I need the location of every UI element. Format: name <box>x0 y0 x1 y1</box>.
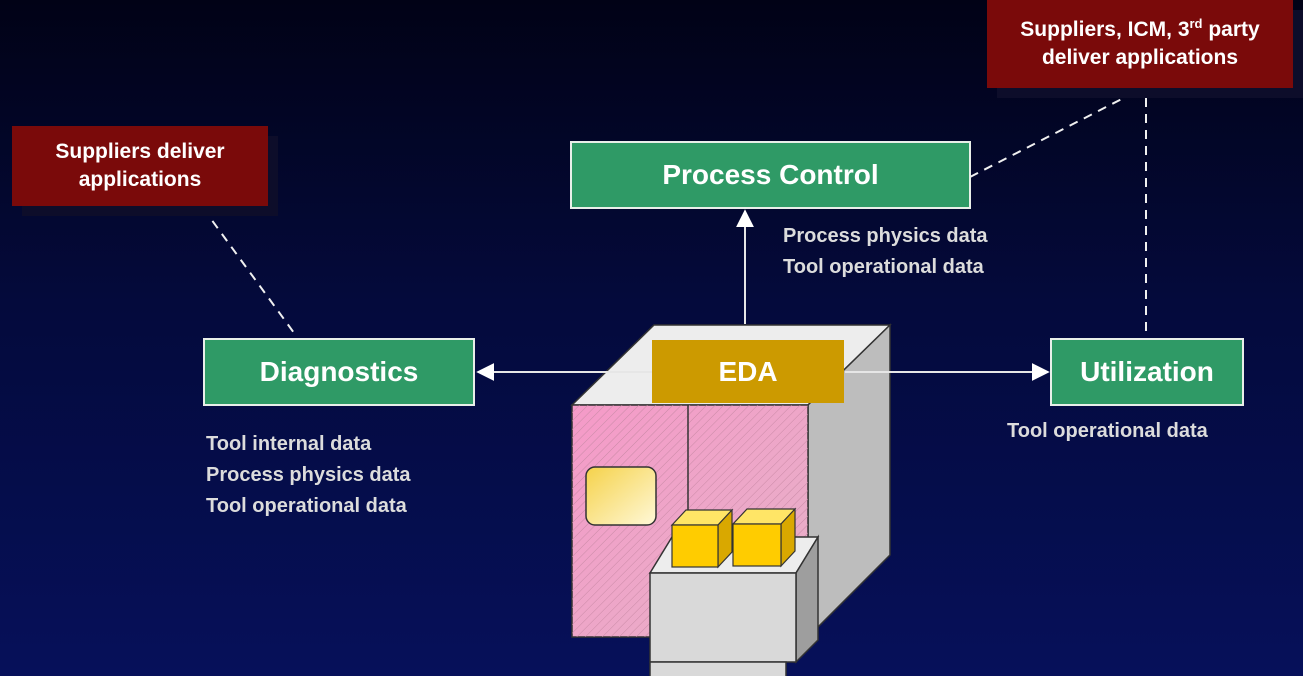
data-label: Tool internal data <box>206 433 372 455</box>
eda-node: EDA <box>652 340 844 403</box>
data-label: Process physics data <box>206 464 411 486</box>
callout-text: party <box>1202 18 1260 41</box>
callout-line: applications <box>78 168 202 191</box>
callout-line: deliver applications <box>1041 46 1239 69</box>
callout-line: Suppliers deliver <box>55 140 225 163</box>
data-label: Tool operational data <box>206 495 407 517</box>
data-label: Tool operational data <box>783 256 984 278</box>
data-label: Process physics data <box>783 225 988 247</box>
utilization-node: Utilization <box>1050 338 1244 406</box>
data-label: Tool operational data <box>1007 420 1208 442</box>
wafer-cassette <box>670 508 734 569</box>
callout-superscript: rd <box>1189 16 1203 31</box>
diagnostics-data-labels: Tool internal data Process physics data … <box>206 429 411 522</box>
process-control-node: Process Control <box>570 141 971 209</box>
wafer-cassette <box>731 507 797 568</box>
equipment-tool-illustration <box>570 323 892 676</box>
process-control-data-labels: Process physics data Tool operational da… <box>783 221 988 283</box>
dashed-connector-diagnostics <box>202 207 298 338</box>
callout-suppliers-icm-3rd-party: Suppliers, ICM, 3rd party deliver applic… <box>987 0 1293 88</box>
diagnostics-node: Diagnostics <box>203 338 475 406</box>
callout-text: Suppliers, ICM, 3 <box>1020 18 1190 41</box>
utilization-data-labels: Tool operational data <box>1007 416 1208 447</box>
callout-suppliers-deliver: Suppliers deliver applications <box>12 126 268 206</box>
dashed-connector-process-control <box>969 86 1146 178</box>
callout-line: Suppliers, ICM, 3rd party <box>1020 16 1259 44</box>
